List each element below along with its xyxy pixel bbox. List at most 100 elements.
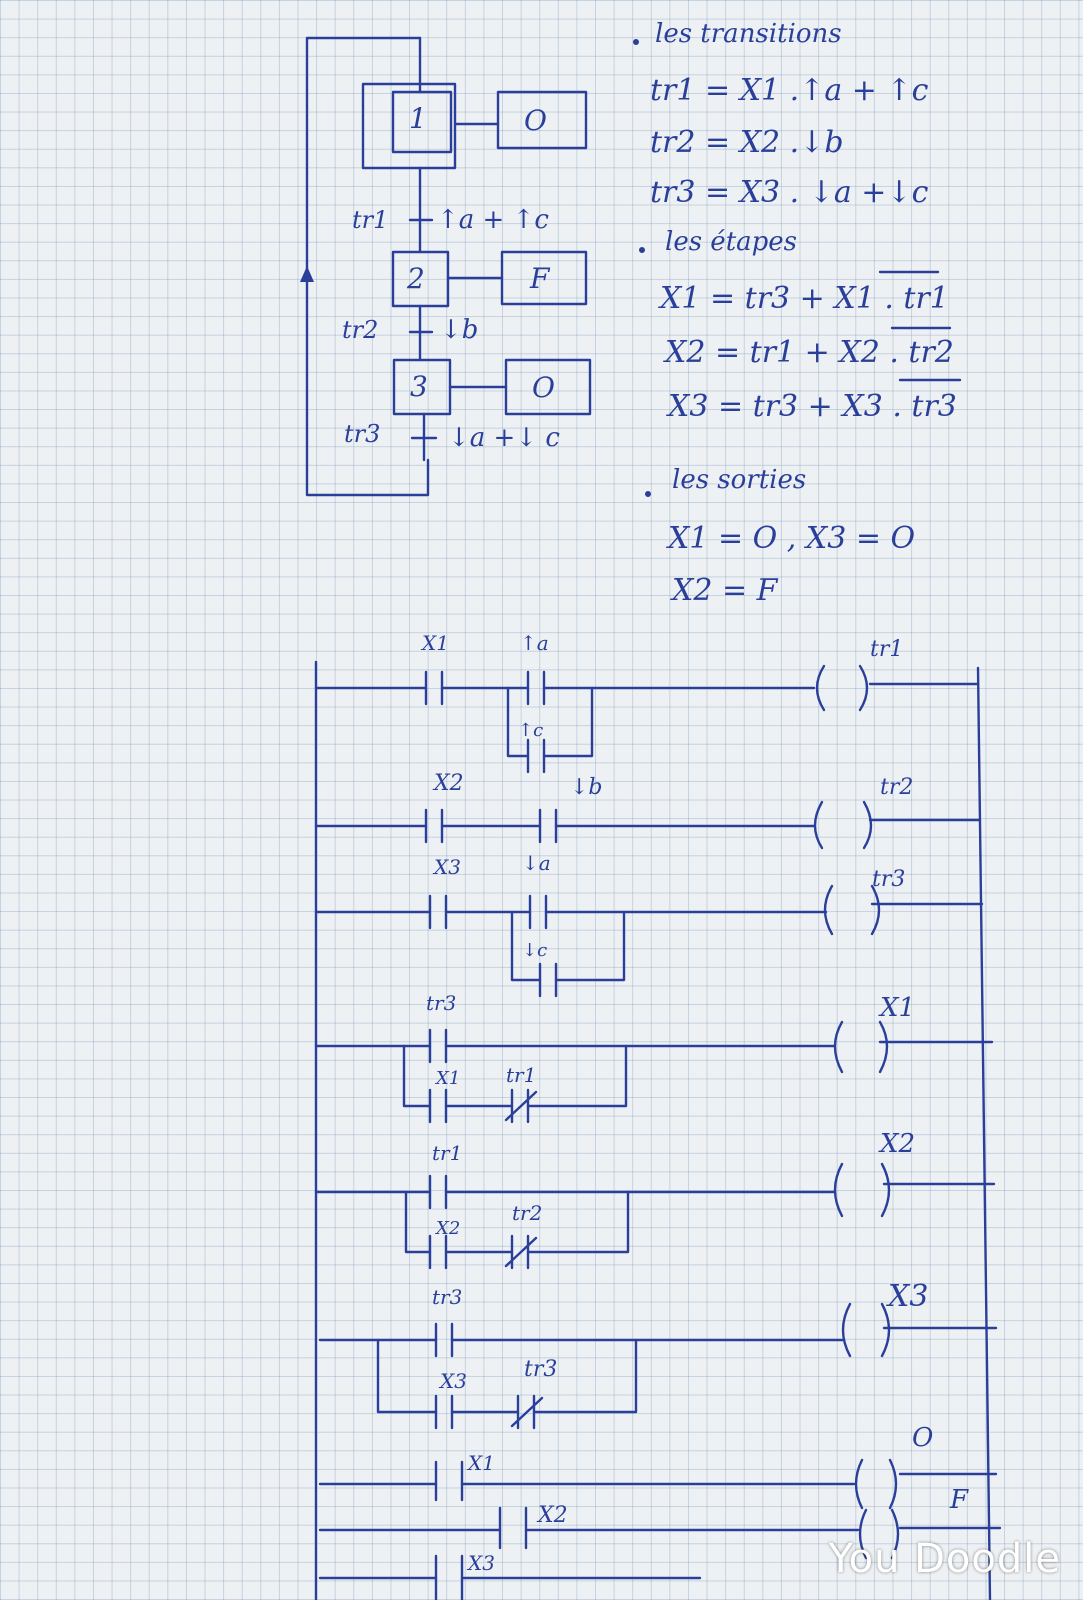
step-1-label: 1 [409, 102, 427, 135]
step-1-outer-box [361, 82, 457, 170]
contact-rise-c-label: ↑c [518, 720, 543, 741]
rung-1-branch [506, 686, 594, 758]
step-eq-2: X2 = tr1 + X2 . tr2 [663, 335, 954, 370]
loop-arrow-icon [300, 266, 314, 282]
contact-not-tr2-label: tr2 [512, 1201, 542, 1225]
contact-x2-out-label: X2 [536, 1503, 568, 1528]
outputs-line-1: X1 = O , X3 = O [666, 521, 915, 556]
rung-8-wire [318, 1526, 1002, 1532]
contact-not-tr1-label: tr1 [506, 1063, 536, 1087]
step-2-label: 2 [406, 262, 425, 295]
contact-x3-hold [434, 1394, 454, 1430]
contact-fall-c-label: ↓c [522, 940, 547, 961]
contact-x1-out [434, 1460, 464, 1502]
contact-rise-c [526, 738, 546, 774]
rung-5-wire [314, 1182, 996, 1194]
coil-tr2-label: tr2 [880, 775, 913, 800]
step-eq-1: X1 = tr3 + X1 . tr1 [658, 281, 949, 316]
action-1-box [496, 90, 588, 150]
tr3-name: tr3 [344, 420, 380, 448]
contact-x1-hold-label: X1 [434, 1068, 460, 1089]
contact-rise-a-label: ↑a [520, 631, 549, 655]
contact-not-tr2 [504, 1234, 538, 1270]
steps-heading: les étapes [665, 227, 797, 257]
coil-tr3-label: tr3 [872, 867, 905, 892]
contact-tr3-b [434, 1322, 454, 1358]
outputs-heading: les sorties [672, 465, 806, 495]
contact-x3 [428, 894, 448, 930]
coil-output-f-label: F [949, 1485, 969, 1515]
transitions-heading: les transitions [655, 19, 842, 49]
contact-x2-out [498, 1506, 528, 1550]
step-3-label: 3 [410, 370, 428, 403]
contact-x2-hold-label: X2 [434, 1218, 460, 1239]
contact-rise-a [526, 670, 546, 706]
contact-tr3-label: tr3 [426, 991, 456, 1015]
contact-x1-label: X1 [420, 631, 449, 655]
tr1-name: tr1 [352, 206, 388, 234]
step-eq-3: X3 = tr3 + X3 . tr3 [666, 389, 957, 424]
contact-not-tr1 [504, 1088, 538, 1124]
coil-output-f [858, 1508, 900, 1560]
rung-4-branch [402, 1044, 628, 1108]
tr1-condition: ↑a + ↑c [437, 205, 549, 235]
right-rail [976, 666, 992, 1600]
coil-output-o-label: O [912, 1423, 933, 1453]
contact-x1-out-label: X1 [466, 1451, 495, 1475]
contact-not-tr3 [510, 1394, 544, 1430]
rung-6-branch [376, 1338, 638, 1414]
contact-tr3-b-label: tr3 [432, 1285, 462, 1309]
contact-fall-c [538, 962, 558, 998]
coil-tr1-label: tr1 [870, 637, 903, 662]
contact-fall-a [528, 894, 548, 930]
contact-x2-label: X2 [432, 771, 464, 796]
rung-7-wire [318, 1472, 998, 1486]
grafcet-loop-line [305, 36, 430, 497]
transition-eq-2: tr2 = X2 .↓b [650, 125, 844, 160]
contact-tr1-label: tr1 [432, 1141, 462, 1165]
action-2-box [500, 250, 588, 306]
outputs-line-2: X2 = F [670, 573, 779, 608]
contact-x2-hold [428, 1234, 448, 1270]
coil-x1-label: X1 [878, 993, 915, 1023]
coil-x2-label: X2 [878, 1129, 915, 1159]
contact-x1-hold [428, 1088, 448, 1124]
contact-x3-hold-label: X3 [438, 1369, 467, 1393]
transition-eq-1: tr1 = X1 .↑a + ↑c [650, 73, 929, 108]
contact-x1 [424, 670, 444, 706]
contact-not-tr3-label: tr3 [524, 1357, 557, 1382]
coil-tr1 [815, 664, 869, 712]
tr2-condition: ↓b [440, 315, 478, 345]
bullet-icon [633, 39, 639, 45]
action-3-label: O [532, 371, 555, 404]
contact-fall-b [538, 808, 558, 844]
contact-fall-a-label: ↓a [522, 851, 551, 875]
coil-x3-label: X3 [886, 1279, 928, 1314]
transition-eq-3: tr3 = X3 . ↓a +↓c [650, 175, 929, 210]
action-1-label: O [524, 104, 547, 137]
contact-x2 [424, 808, 444, 844]
contact-x3-out-label: X3 [466, 1551, 495, 1575]
tr2-name: tr2 [342, 316, 378, 344]
grafcet-diagram: 1 O tr1 ↑a + ↑c 2 F tr2 ↓b 3 O tr3 ↓a +↓… [300, 36, 592, 497]
coil-x1 [833, 1020, 889, 1074]
action-2-label: F [529, 262, 551, 295]
contact-x3-out [434, 1554, 464, 1600]
contact-fall-b-label: ↓b [570, 775, 603, 800]
tr3-condition: ↓a +↓ c [448, 423, 560, 453]
coil-output-o [854, 1458, 898, 1510]
coil-tr2 [813, 800, 873, 850]
contact-tr1 [428, 1174, 448, 1210]
coil-x2 [833, 1162, 891, 1218]
rung-6-wire [318, 1326, 998, 1342]
bullet-icon [639, 247, 645, 253]
bullet-icon [645, 491, 651, 497]
rung-2-wire [314, 818, 982, 828]
contact-x3-label: X3 [432, 855, 461, 879]
rung-3-wire [314, 902, 984, 914]
watermark: You Doodle [828, 1536, 1061, 1582]
rung-3-branch [510, 910, 626, 982]
action-3-box [504, 358, 592, 416]
